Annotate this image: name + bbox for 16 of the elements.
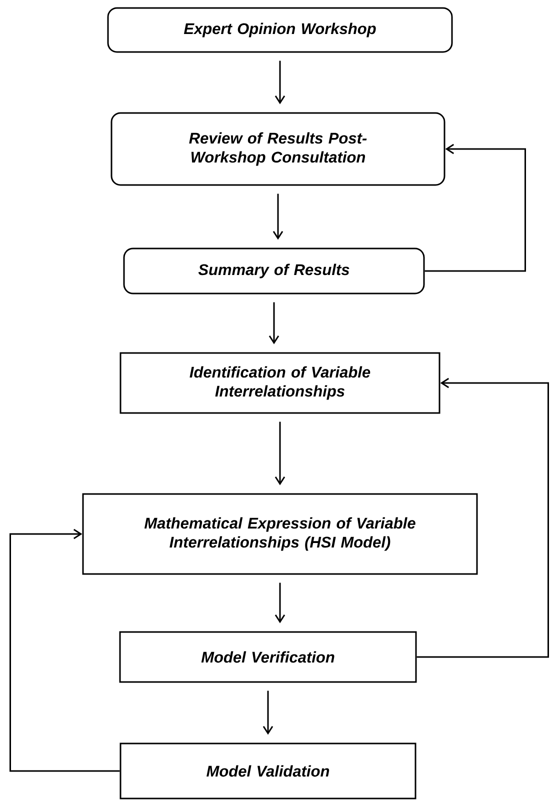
arrow [262, 690, 274, 735]
rounded-process-box: Summary of Results [123, 248, 425, 294]
arrow [274, 422, 286, 486]
process-box: Mathematical Expression of Variable Interrelationships (HSI Model) [82, 493, 478, 575]
arrow [274, 60, 286, 104]
rounded-process-box: Review of Results Post-Workshop Consultation [110, 112, 446, 186]
rounded-process-box: Expert Opinion Workshop [107, 7, 453, 53]
arrow [268, 302, 280, 344]
process-box: Model Validation [120, 742, 416, 800]
arrow [272, 194, 284, 240]
process-box: Model Verification [119, 631, 417, 683]
process-box: Identification of Variable Interrelationships [120, 352, 440, 414]
arrow [416, 378, 549, 658]
arrow [274, 582, 286, 624]
arrow [10, 528, 120, 772]
arrow [424, 144, 526, 272]
